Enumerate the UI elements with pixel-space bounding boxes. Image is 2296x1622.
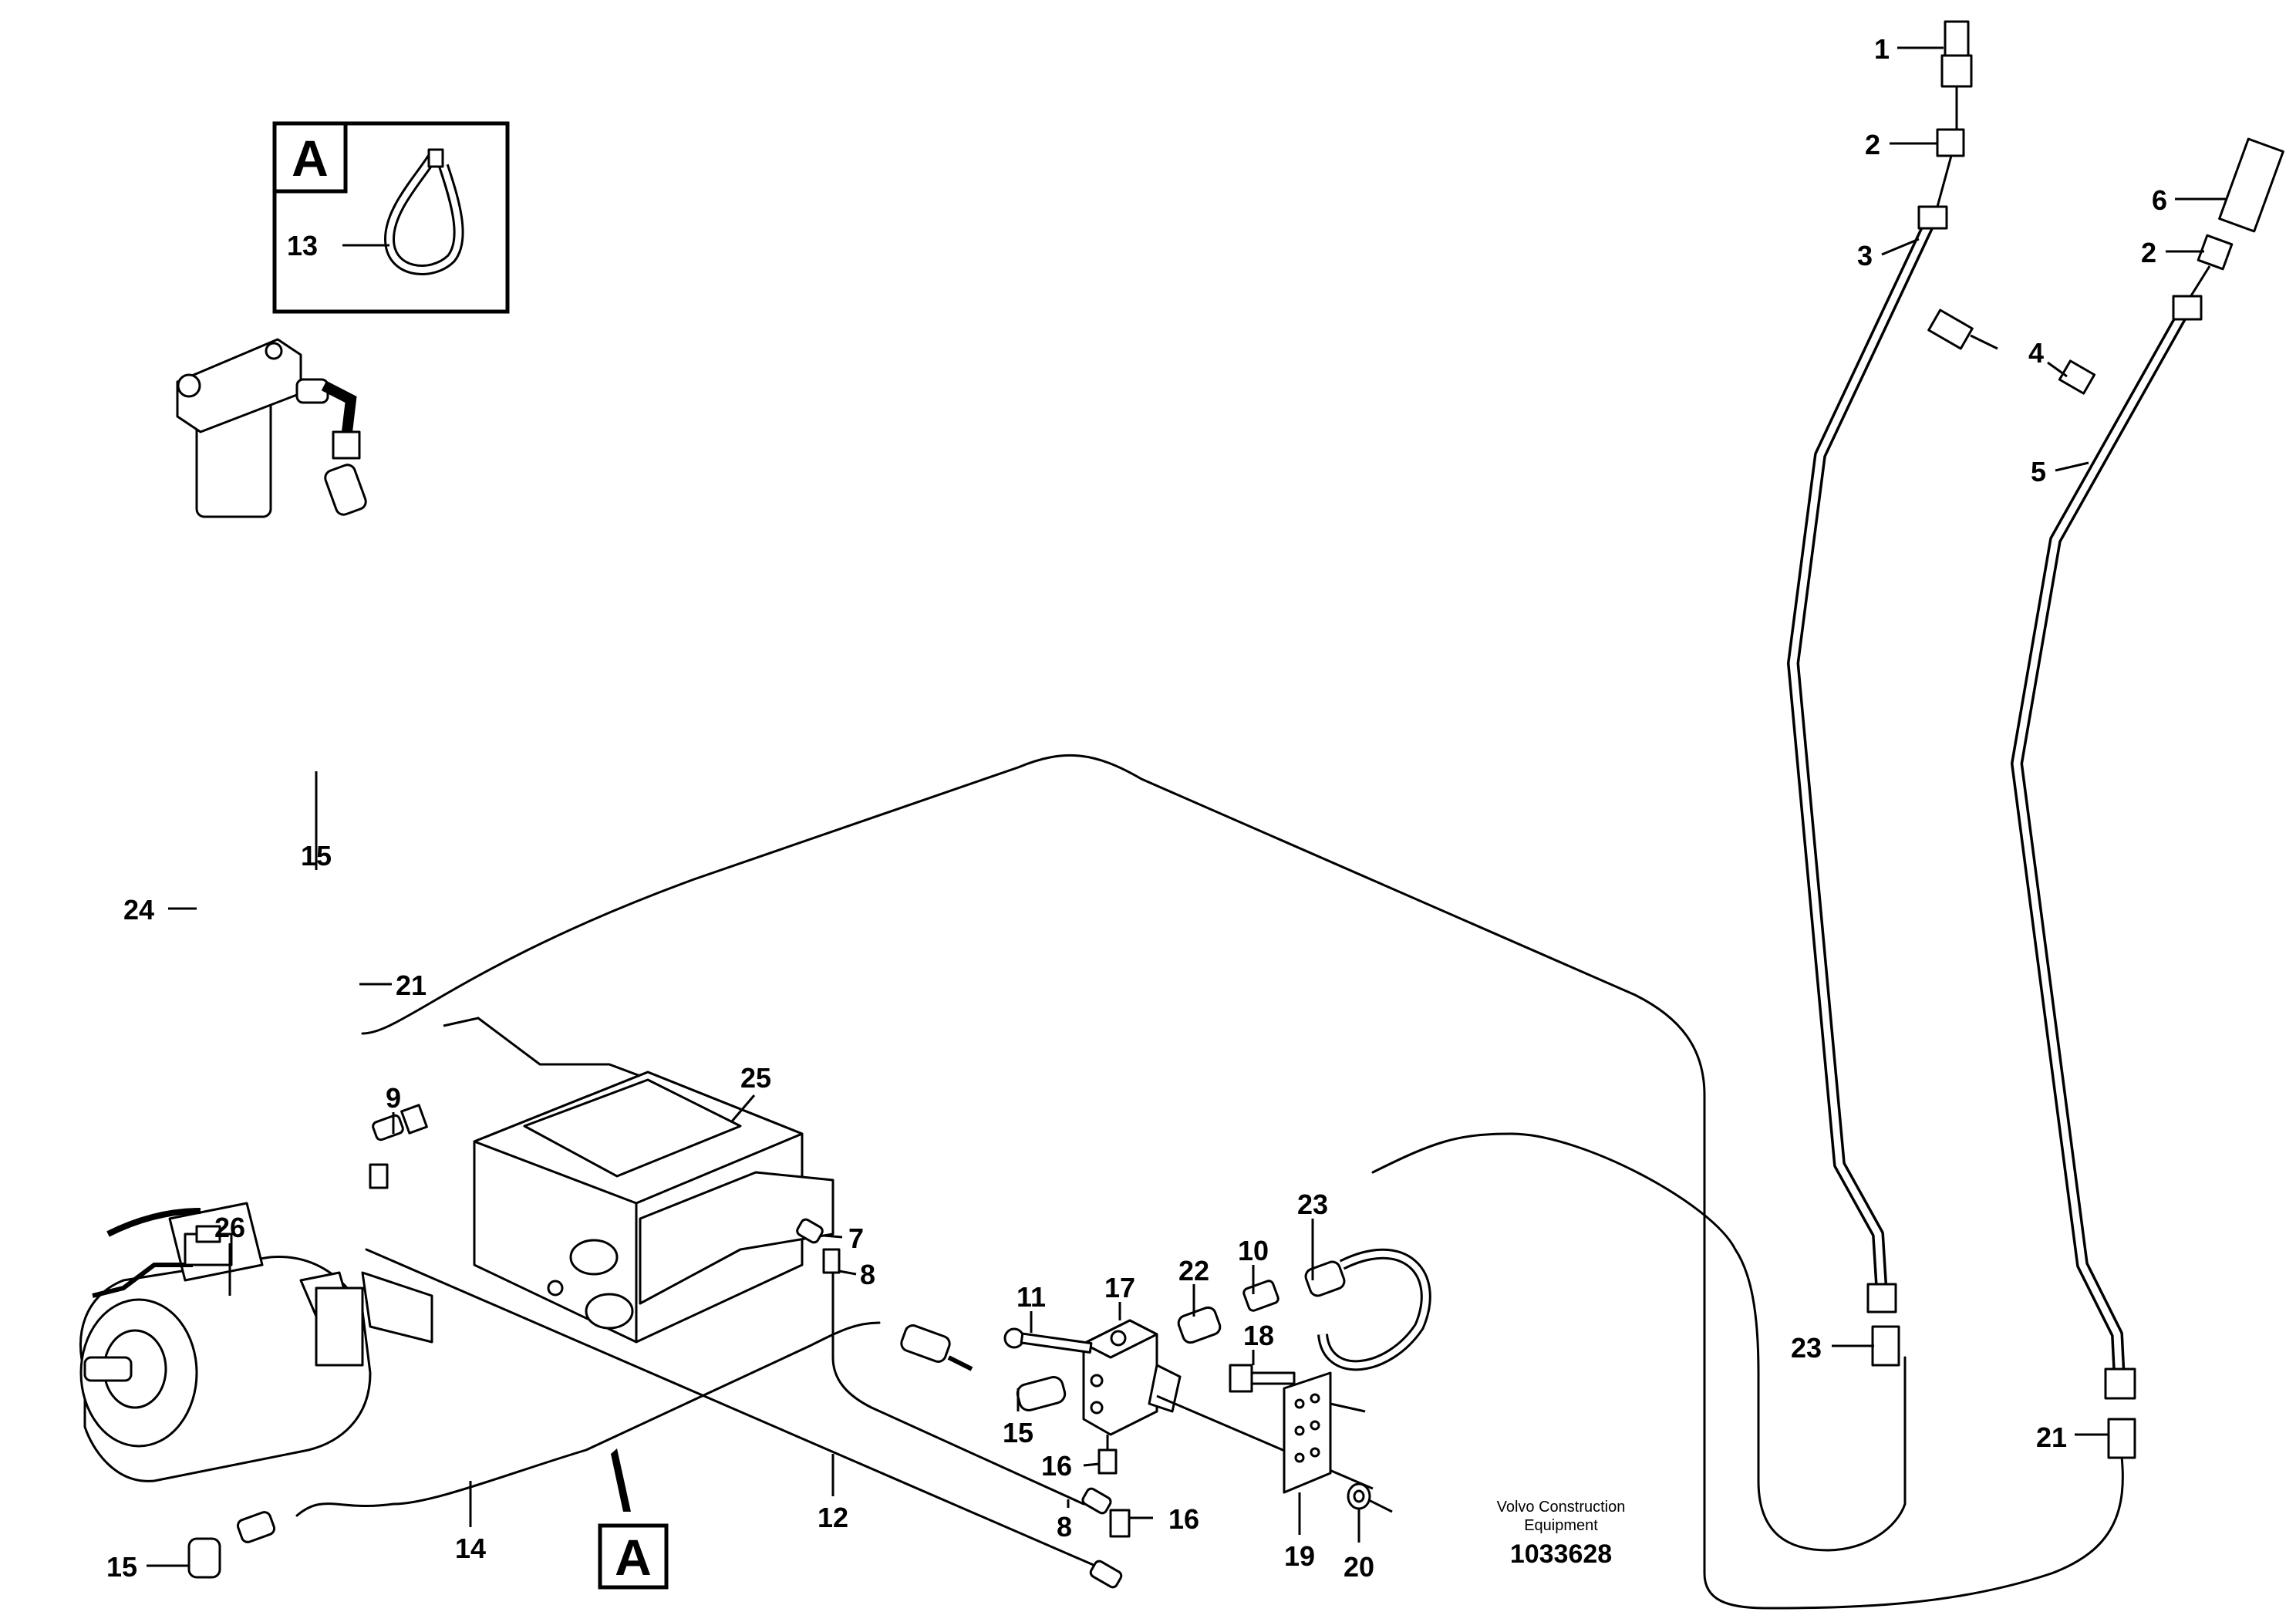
fitting-1 [1940,20,1973,130]
callout-11: 11 [1017,1281,1046,1313]
callout-1: 1 [1874,33,1890,65]
hose-8 [831,1263,1085,1506]
washer-20 [1347,1482,1393,1513]
callout-13: 13 [287,230,318,261]
fitting-8b [1081,1487,1112,1515]
hose-23-fitting [1304,1248,1431,1371]
callout-labels: 1 2 3 6 2 4 5 15 21 24 25 9 26 7 8 23 10… [106,33,2167,1583]
leader-lines [147,46,2227,1567]
callout-25: 25 [740,1062,771,1094]
callout-18: 18 [1243,1320,1274,1351]
callout-19: 19 [1284,1540,1315,1572]
fitting-15b [1016,1376,1067,1411]
cable-tie-part [383,148,464,275]
fitting-10 [1242,1280,1279,1312]
fitting-16a [1097,1435,1118,1475]
callout-16-upper: 16 [1041,1450,1072,1482]
callout-22: 22 [1178,1255,1209,1286]
hose-12 [365,1248,1116,1583]
view-marker-a: A [598,1448,669,1590]
fitting-22 [1177,1306,1222,1344]
fitting-2a [1936,128,1965,207]
callout-12: 12 [818,1502,848,1533]
callout-15-center: 15 [1003,1417,1033,1448]
callout-5: 5 [2031,456,2046,487]
callout-9: 9 [386,1082,401,1114]
fitting-16b [1109,1509,1131,1538]
callout-8-upper: 8 [860,1259,875,1290]
filter-24 [176,338,367,518]
fitting-15c [187,1511,276,1579]
callout-20: 20 [1344,1551,1374,1583]
callout-21-filter: 21 [396,969,426,1001]
fitting-12-end [1089,1560,1123,1589]
fitting-9 [369,1104,428,1189]
detail-box-letter: A [292,130,329,187]
hose-23 [1371,1132,1907,1552]
callout-15-filter: 15 [301,840,332,872]
callout-7: 7 [848,1222,864,1254]
bolt-18 [1229,1364,1296,1393]
callout-23-center: 23 [1297,1189,1328,1220]
valve-block-25 [443,1017,834,1344]
callout-8-lower: 8 [1057,1511,1072,1543]
callout-2: 2 [1865,129,1880,160]
callout-2-right: 2 [2141,237,2156,268]
callout-14: 14 [455,1533,486,1564]
plate-19 [1283,1371,1366,1494]
pump-26 [79,1202,433,1482]
hose-pump-center [295,1321,881,1517]
callout-10: 10 [1238,1235,1269,1266]
pipe-3 [1787,205,1948,1367]
fitting-2b [2189,234,2234,298]
callout-23-right: 23 [1791,1332,1822,1364]
fitting-8a [822,1248,841,1274]
footer-brand: Volvo Construction Equipment 1033628 [1497,1499,1626,1569]
callout-3: 3 [1857,240,1873,271]
callout-6: 6 [2152,184,2167,216]
callout-17: 17 [1104,1272,1135,1303]
callout-26: 26 [214,1212,245,1243]
hose-fitting-center [900,1324,973,1371]
callout-21-right: 21 [2036,1421,2067,1453]
callout-24: 24 [123,894,154,926]
brand-line-1: Volvo Construction [1497,1499,1626,1516]
hose-14 [361,754,2124,1610]
callout-16-lower: 16 [1168,1503,1199,1535]
callout-4: 4 [2028,337,2044,369]
valve-17 [1082,1319,1374,1490]
brand-line-2: Equipment [1524,1517,1598,1534]
pipe-5 [2011,295,2203,1459]
callout-15-pump: 15 [106,1551,137,1583]
document-number: 1033628 [1510,1539,1612,1569]
bolt-11 [1003,1327,1093,1354]
fitting-7 [796,1218,824,1244]
fitting-6 [2218,137,2284,233]
detail-box-a: A 13 [272,121,510,314]
clamp-4 [1927,309,2096,395]
view-marker-letter: A [615,1529,652,1586]
